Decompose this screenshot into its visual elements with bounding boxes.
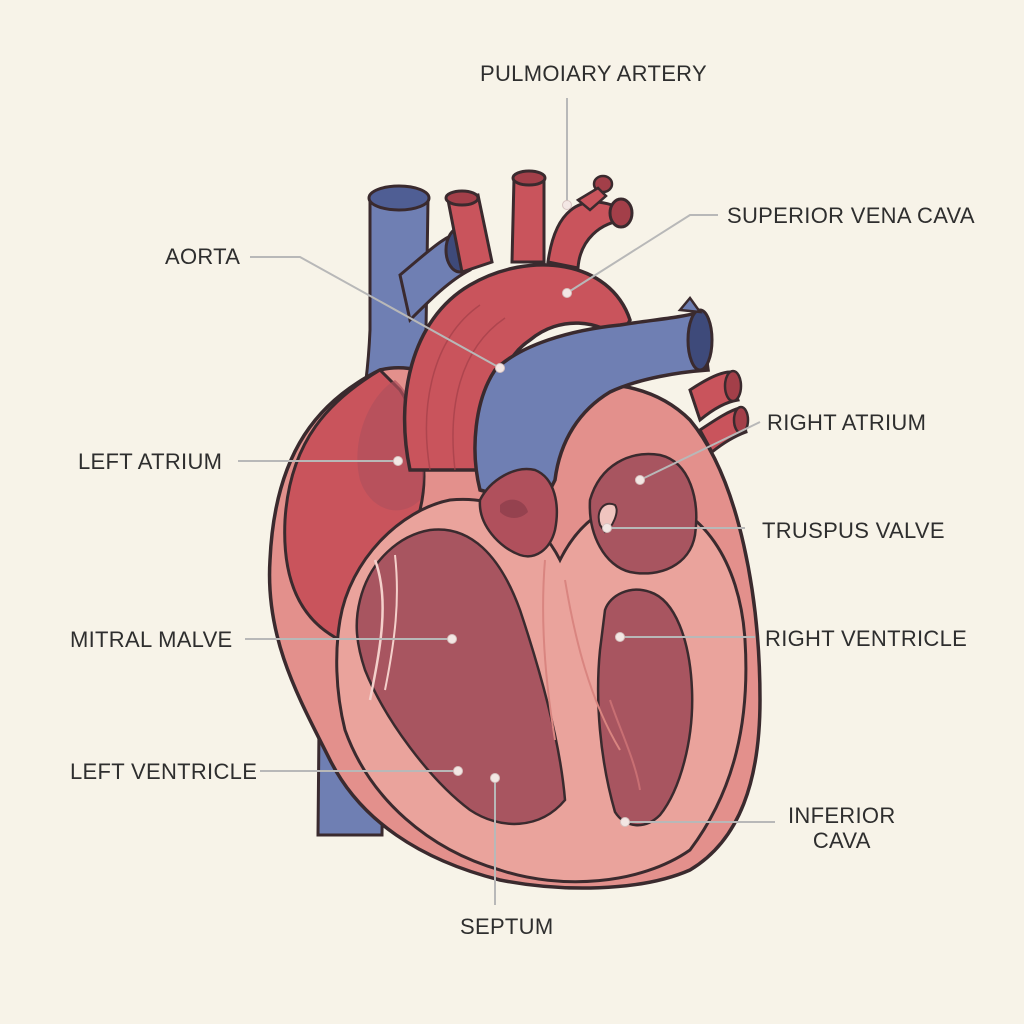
label-left-ventricle: LEFT VENTRICLE [70,759,258,784]
right-vessels [688,369,750,455]
label-superior-vena-cava: SUPERIOR VENA CAVA [727,203,975,228]
label-left-atrium: LEFT ATRIUM [78,449,223,474]
leader-superior-vena-cava [566,214,718,294]
label-right-ventricle: RIGHT VENTRICLE [765,626,968,651]
leader-aorta [250,256,501,369]
leader-right-atrium [639,421,761,481]
leader-dots [393,200,645,827]
label-right-atrium: RIGHT ATRIUM [767,410,927,435]
label-inferior-cava-line2: CAVA [812,828,871,854]
label-aorta: AORTA [165,244,241,269]
label-mitral-malve: MITRAL MALVE [70,627,233,652]
label-pulmonary-artery: PULMOIARY ARTERY [480,61,707,86]
label-septum: SEPTUM [460,914,554,939]
label-inferior-cava: INFERIOR CAVA [788,803,896,854]
label-truspus-valve: TRUSPUS VALVE [762,518,945,543]
vena-cava-crossing [473,295,714,513]
label-inferior-cava-line1: INFERIOR [788,803,896,828]
heart-interior [335,452,748,884]
leader-lines [238,98,775,905]
arch-branches [444,169,634,274]
